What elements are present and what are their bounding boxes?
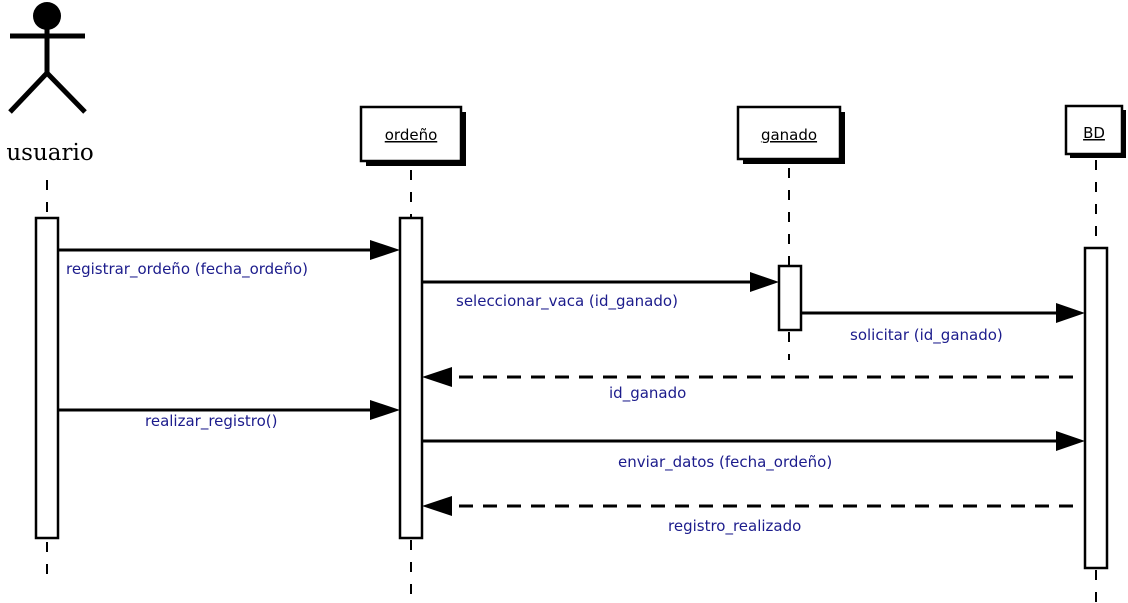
message-realizar-registro: realizar_registro() xyxy=(58,400,400,431)
message-enviar-datos: enviar_datos (fecha_ordeño) xyxy=(422,431,1085,472)
message-label: registro_realizado xyxy=(668,517,801,536)
arrowhead-icon xyxy=(750,272,779,292)
activation-usuario xyxy=(34,216,60,540)
actor-label: usuario xyxy=(6,140,93,166)
arrowhead-icon xyxy=(422,496,452,516)
message-label: registrar_ordeño (fecha_ordeño) xyxy=(66,260,308,279)
object-ganado: ganado xyxy=(736,105,845,164)
actor-left-leg xyxy=(8,71,49,114)
object-bd: BD xyxy=(1064,104,1126,158)
arrowhead-icon xyxy=(1056,431,1085,451)
activation-ordeno xyxy=(398,216,424,540)
arrowhead-icon xyxy=(1056,303,1085,323)
message-seleccionar-vaca: seleccionar_vaca (id_ganado) xyxy=(422,272,779,311)
object-ordeno-label: ordeño xyxy=(385,126,438,144)
message-label: seleccionar_vaca (id_ganado) xyxy=(456,292,678,311)
actor-head xyxy=(33,2,61,30)
actor-right-leg xyxy=(45,71,87,114)
arrowhead-icon xyxy=(370,240,400,260)
message-registrar-ordeno: registrar_ordeño (fecha_ordeño) xyxy=(58,240,400,279)
message-label: realizar_registro() xyxy=(145,412,278,431)
activation-bd xyxy=(1083,246,1109,570)
object-ordeno: ordeño xyxy=(359,105,466,166)
activation-ganado xyxy=(777,264,803,332)
message-return-registro-realizado: registro_realizado xyxy=(422,496,1073,536)
arrowhead-icon xyxy=(422,367,452,387)
object-bd-label: BD xyxy=(1083,124,1105,142)
object-ganado-label: ganado xyxy=(761,126,817,144)
message-label: id_ganado xyxy=(609,384,686,403)
arrowhead-icon xyxy=(370,400,400,420)
actor-usuario: usuario xyxy=(6,2,94,166)
message-return-id-ganado: id_ganado xyxy=(422,367,1073,403)
message-solicitar: solicitar (id_ganado) xyxy=(801,303,1085,345)
message-label: enviar_datos (fecha_ordeño) xyxy=(618,453,832,472)
message-label: solicitar (id_ganado) xyxy=(850,326,1003,345)
